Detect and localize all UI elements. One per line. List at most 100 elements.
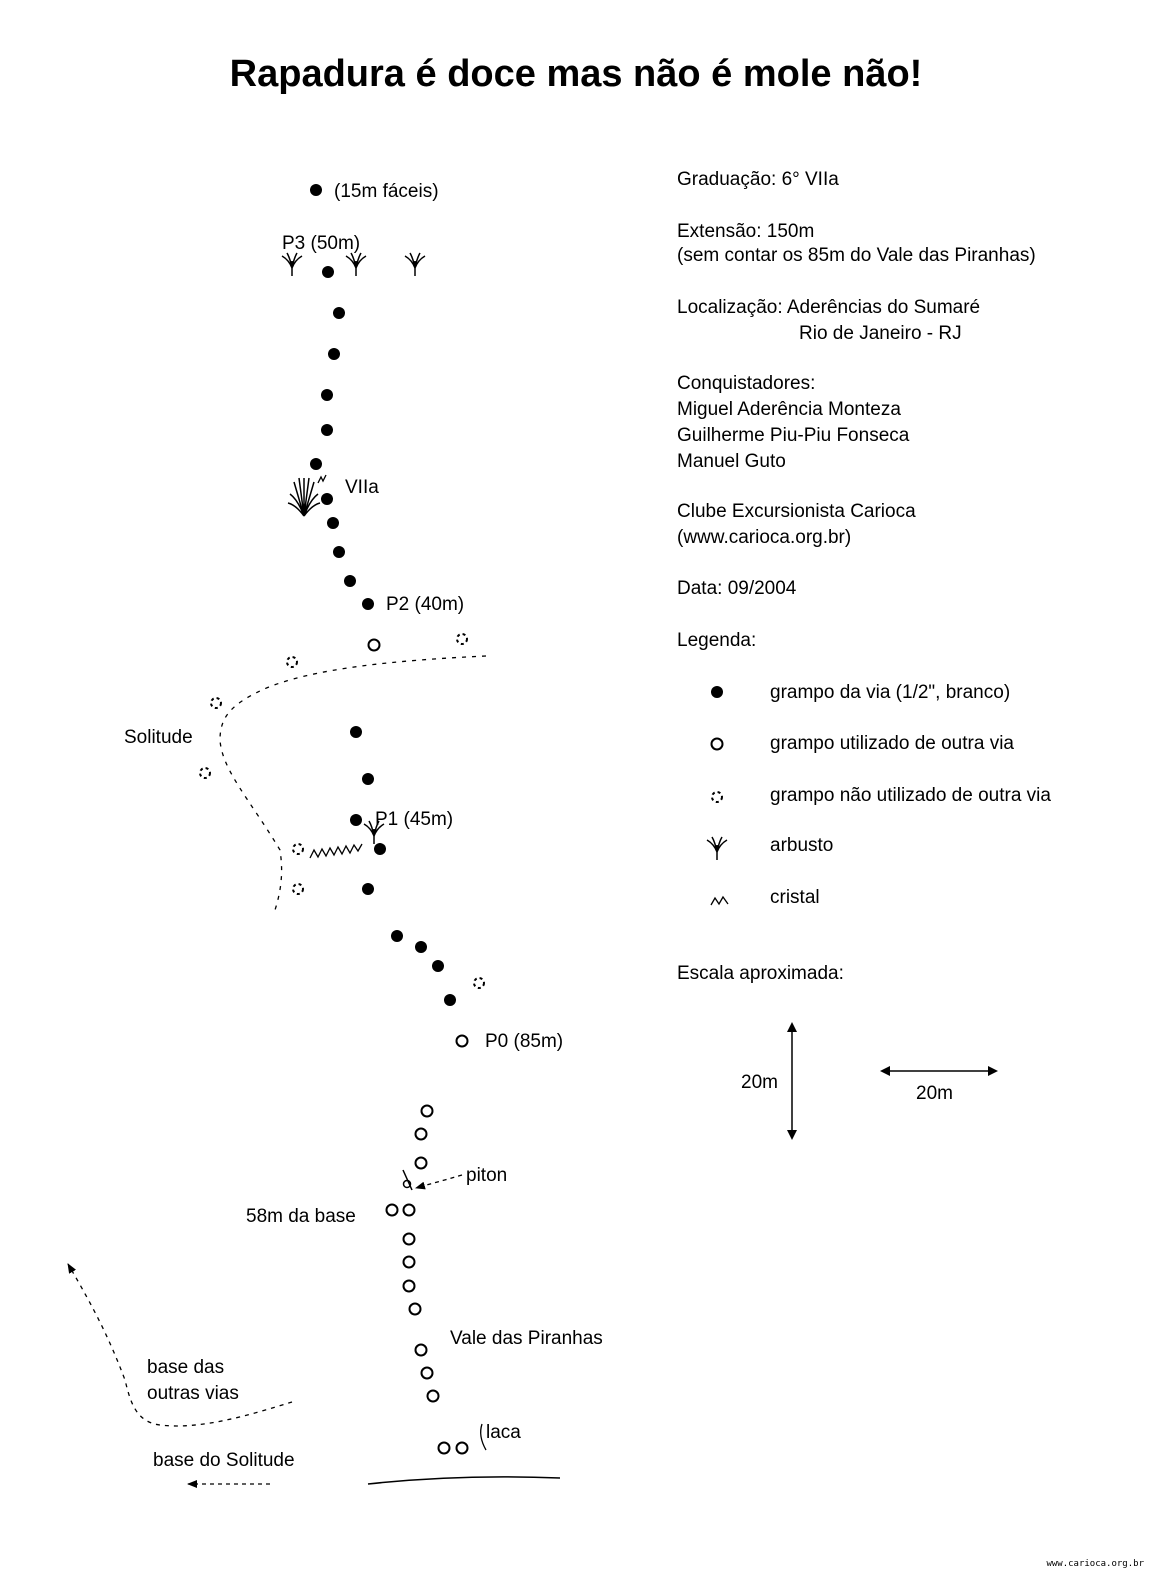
bolt-open	[402, 1255, 416, 1269]
info-length: Extensão: 150m	[677, 221, 814, 242]
bush-icons	[281, 252, 426, 845]
bolt-solid	[362, 773, 374, 785]
bolt-dashed	[292, 843, 304, 855]
bush-icon	[404, 252, 426, 277]
info-conqueror: Miguel Aderência Monteza	[677, 399, 901, 420]
legend-crystal-icon	[710, 895, 729, 906]
route-bolts	[310, 184, 456, 1006]
unused-bolts	[199, 633, 485, 989]
bolt-solid	[350, 814, 362, 826]
info-conqueror: Manuel Guto	[677, 451, 786, 472]
solitude-route-line	[219, 655, 487, 911]
crystal-icons	[309, 474, 363, 859]
route-info: Graduação: 6° VIIa Extensão: 150m (sem c…	[677, 169, 1036, 651]
label-base-outras-2: outras vias	[147, 1383, 239, 1404]
info-grade: Graduação: 6° VIIa	[677, 169, 839, 190]
bush-icon	[345, 252, 367, 277]
info-conqueror: Guilherme Piu-Piu Fonseca	[677, 425, 910, 446]
bolt-open	[420, 1104, 434, 1118]
arrow-down-icon	[787, 1130, 797, 1140]
legend: grampo da via (1/2", branco) grampo util…	[706, 682, 1051, 908]
label-piton: piton	[466, 1165, 507, 1186]
label-laca: laca	[486, 1422, 521, 1443]
bolt-open	[402, 1203, 416, 1217]
bolt-solid	[444, 994, 456, 1006]
bolt-open	[385, 1203, 399, 1217]
bolt-open	[414, 1156, 428, 1170]
info-club: Clube Excursionista Carioca	[677, 501, 916, 522]
bolt-open	[455, 1034, 469, 1048]
bolt-open	[367, 638, 381, 652]
bolt-open	[408, 1302, 422, 1316]
bolt-open	[402, 1279, 416, 1293]
label-p3: P3 (50m)	[282, 233, 360, 254]
label-p2: P2 (40m)	[386, 594, 464, 615]
bolt-open	[414, 1127, 428, 1141]
bolt-open	[414, 1343, 428, 1357]
bolt-solid	[350, 726, 362, 738]
legend-label: grampo utilizado de outra via	[770, 733, 1014, 754]
bolt-solid	[391, 930, 403, 942]
bolt-solid	[310, 184, 322, 196]
scale-horizontal-label: 20m	[916, 1083, 953, 1104]
bolt-solid	[362, 883, 374, 895]
arrow-up-icon	[787, 1022, 797, 1032]
arrow-left-icon	[880, 1066, 890, 1076]
bolt-solid	[310, 458, 322, 470]
bolt-dashed	[210, 697, 222, 709]
legend-label: grampo não utilizado de outra via	[770, 785, 1051, 806]
bolt-solid	[327, 517, 339, 529]
label-top: (15m fáceis)	[334, 181, 439, 202]
bolt-solid	[374, 843, 386, 855]
legend-bolt-dashed-icon	[711, 791, 723, 803]
arrow-right-icon	[988, 1066, 998, 1076]
label-base-solitude: base do Solitude	[153, 1450, 295, 1471]
scale: Escala aproximada: 20m 20m	[677, 963, 998, 1140]
bush-icon	[287, 477, 321, 517]
scale-heading: Escala aproximada:	[677, 963, 844, 984]
bolt-open	[426, 1389, 440, 1403]
bolt-solid	[321, 389, 333, 401]
label-crux: VIIa	[345, 477, 379, 498]
legend-label: cristal	[770, 887, 820, 908]
page-title: Rapadura é doce mas não é mole não!	[230, 53, 923, 95]
label-base-outras-1: base das	[147, 1357, 224, 1378]
legend-bolt-solid-icon	[711, 686, 723, 698]
legend-label: grampo da via (1/2", branco)	[770, 682, 1010, 703]
info-length-note: (sem contar os 85m do Vale das Piranhas)	[677, 245, 1036, 266]
info-location-1: Localização: Aderências do Sumaré	[677, 297, 980, 318]
bolt-dashed	[456, 633, 468, 645]
bolt-solid	[432, 960, 444, 972]
bolt-dashed	[292, 883, 304, 895]
legend-bush-icon	[706, 836, 728, 861]
info-conquerors-heading: Conquistadores:	[677, 373, 815, 394]
bolt-solid	[333, 307, 345, 319]
label-p0: P0 (85m)	[485, 1031, 563, 1052]
bolt-solid	[362, 598, 374, 610]
bolt-open	[437, 1441, 451, 1455]
bolt-solid	[321, 493, 333, 505]
bolt-open	[402, 1232, 416, 1246]
bolt-solid	[322, 266, 334, 278]
piton-arrow	[415, 1174, 463, 1190]
bush-icon	[281, 252, 303, 277]
bolt-solid	[344, 575, 356, 587]
info-date: Data: 09/2004	[677, 578, 797, 599]
bolt-open	[420, 1366, 434, 1380]
legend-label: arbusto	[770, 835, 833, 856]
piton-icon	[402, 1169, 413, 1191]
label-p1: P1 (45m)	[375, 809, 453, 830]
info-location-2: Rio de Janeiro - RJ	[799, 323, 962, 344]
crystal-icon	[309, 843, 363, 859]
footer-url: www.carioca.org.br	[1046, 1559, 1144, 1569]
other-route-bolts	[367, 638, 469, 1455]
bolt-solid	[321, 424, 333, 436]
legend-bolt-open-icon	[710, 737, 724, 751]
label-solitude: Solitude	[124, 727, 193, 748]
bolt-dashed	[286, 656, 298, 668]
laca-icon	[480, 1423, 487, 1451]
label-vale: Vale das Piranhas	[450, 1328, 603, 1349]
legend-heading: Legenda:	[677, 630, 756, 651]
base-other-routes-arrow	[67, 1263, 293, 1427]
